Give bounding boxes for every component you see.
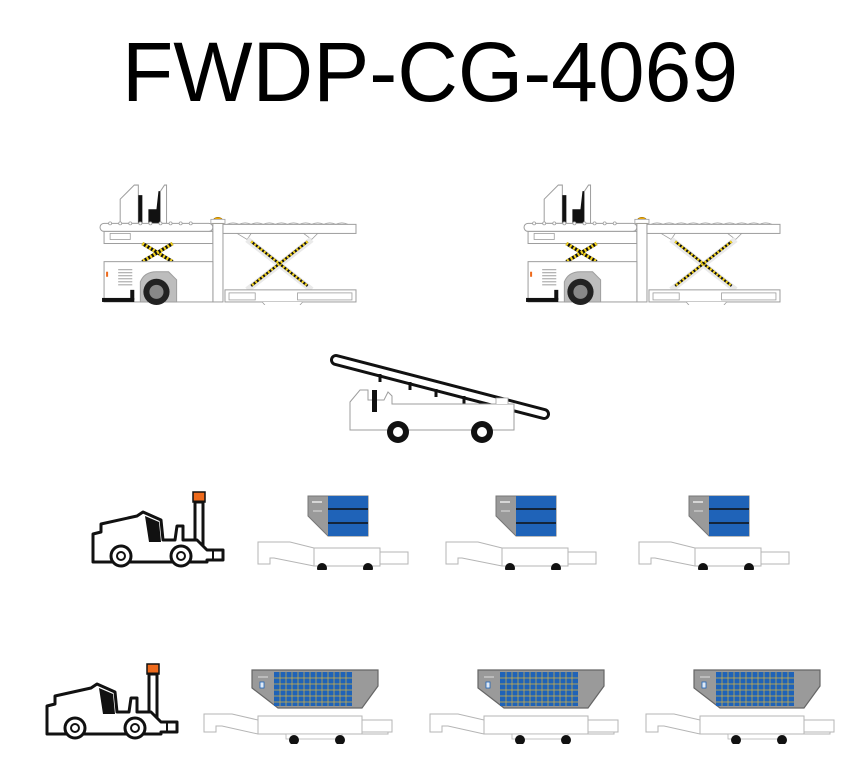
cargo-loader-icon [520,178,782,306]
cargo-loader-icon [96,178,358,306]
tug-tractor-row2 [40,662,182,742]
belt-loader [326,352,556,447]
belt-loader-icon [326,352,556,447]
ld3-dolly-2 [444,490,599,570]
page-title: FWDP-CG-4069 [121,25,739,119]
pallet-dolly-icon [202,664,397,744]
ld3-dolly-icon [256,490,411,570]
cargo-loader-right [520,178,782,306]
ld3-dolly-icon [444,490,599,570]
pallet-dolly-1 [202,664,397,744]
cargo-loader-left [96,178,358,306]
pallet-dolly-icon [644,664,839,744]
ld3-dolly-1 [256,490,411,570]
tug-tractor-icon [86,490,228,570]
pallet-dolly-icon [428,664,623,744]
pallet-dolly-3 [644,664,839,744]
tug-tractor-icon [40,662,182,742]
pallet-dolly-2 [428,664,623,744]
tug-tractor-row1 [86,490,228,570]
ld3-dolly-icon [637,490,792,570]
ld3-dolly-3 [637,490,792,570]
